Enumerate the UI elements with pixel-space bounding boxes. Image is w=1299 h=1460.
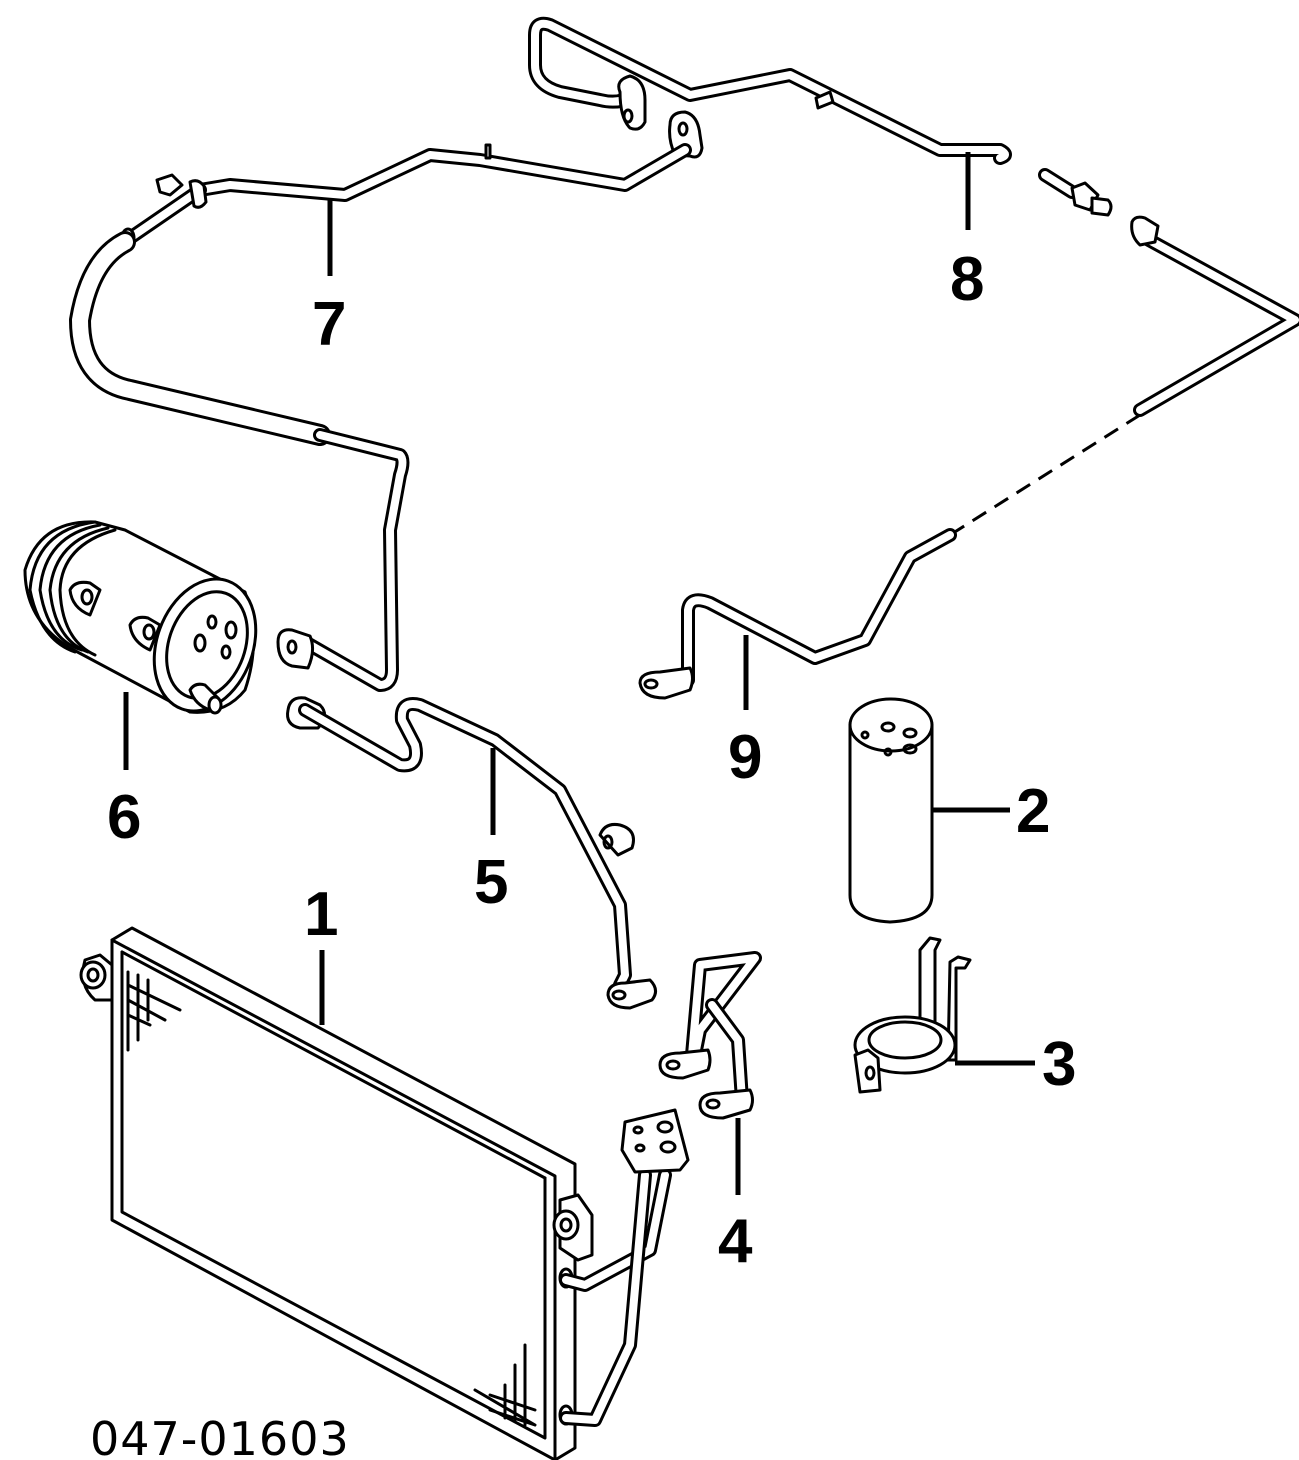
part-4-condenser-tube[interactable] bbox=[658, 951, 762, 1120]
pressure-switch-fitting bbox=[1038, 168, 1113, 217]
part-7-suction-hose[interactable] bbox=[69, 143, 692, 692]
callout-5: 5 bbox=[474, 848, 508, 917]
part-7-flange-fitting bbox=[668, 110, 704, 159]
callout-8: 8 bbox=[950, 245, 984, 314]
part-2-receiver-drier[interactable] bbox=[848, 697, 934, 924]
callout-3: 3 bbox=[1042, 1030, 1076, 1099]
callout-2: 2 bbox=[1016, 777, 1050, 846]
part-5-discharge-line[interactable] bbox=[286, 696, 657, 1010]
callout-9: 9 bbox=[728, 723, 762, 792]
callout-4: 4 bbox=[718, 1207, 753, 1276]
part-9-liquid-line-lower[interactable] bbox=[638, 215, 1299, 700]
part-6-compressor[interactable] bbox=[23, 520, 273, 725]
part-8-liquid-line-upper[interactable] bbox=[528, 16, 1012, 165]
callout-1: 1 bbox=[304, 880, 338, 949]
leader-lines bbox=[123, 152, 1035, 1195]
part-3-drier-bracket[interactable] bbox=[853, 936, 972, 1094]
part-1-condenser[interactable] bbox=[79, 926, 690, 1460]
callout-6: 6 bbox=[107, 783, 141, 852]
diagram-reference-number: 047-01603 bbox=[90, 1412, 350, 1460]
callout-7: 7 bbox=[312, 290, 346, 359]
callouts: 1 2 3 4 5 6 7 8 9 bbox=[107, 245, 1076, 1276]
